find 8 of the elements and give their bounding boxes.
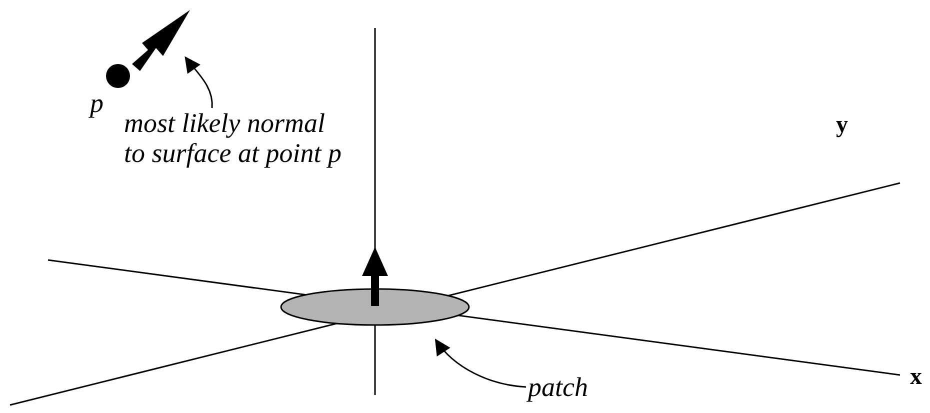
leader-line <box>434 338 526 388</box>
surface-patch <box>280 288 470 326</box>
leader-line <box>184 56 213 108</box>
axis-label: y <box>836 111 848 140</box>
annotation-text: patch <box>528 372 608 402</box>
point-label: p <box>90 88 104 118</box>
axis-label: x <box>910 363 922 392</box>
annotation-text: most likely normal to surface at point p <box>124 108 344 168</box>
